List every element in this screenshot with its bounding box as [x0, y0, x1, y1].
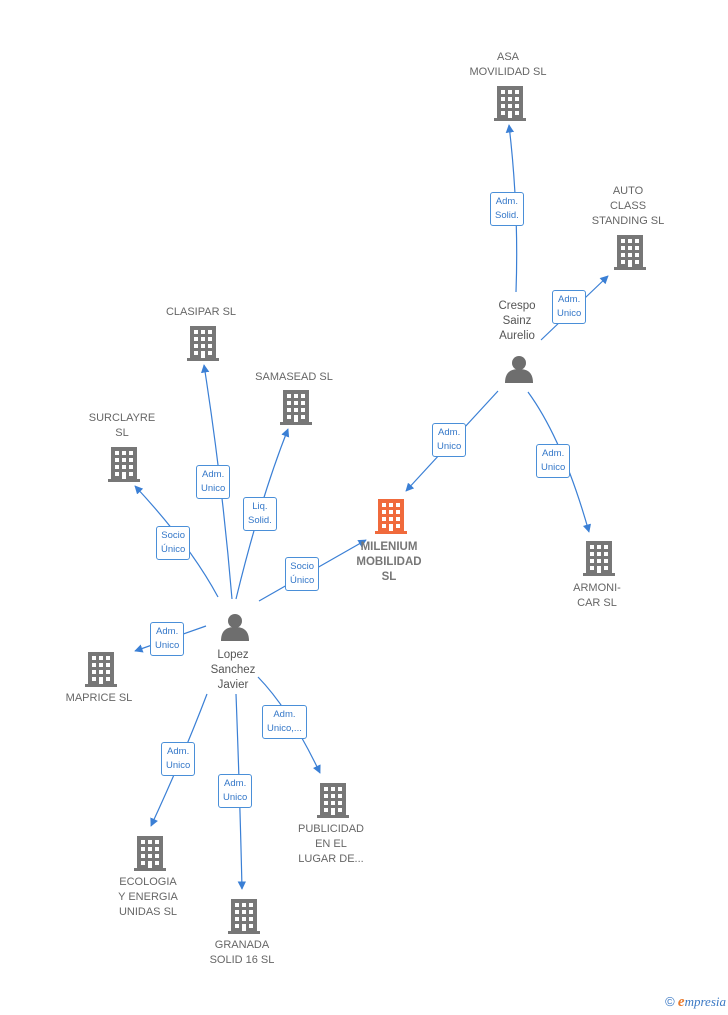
armoni-label[interactable]: ARMONI- CAR SL [552, 581, 642, 611]
relation-label-lopez-publicidad[interactable]: Adm. Unico,... [262, 705, 307, 739]
publicidad-label-line: EN EL [315, 838, 347, 850]
maprice-label-line: MAPRICE SL [65, 692, 133, 704]
surclayre-label[interactable]: SURCLAYRE SL [67, 411, 177, 441]
relation-label-line: Adm. [495, 196, 518, 207]
nodes-layer [85, 86, 646, 934]
relation-label-crespo-auto[interactable]: Adm. Unico [552, 290, 587, 324]
milenium-label-line: SL [381, 571, 397, 583]
surclayre-label-line: SURCLAYRE [88, 412, 156, 424]
lopez-label-line: Lopez [217, 649, 249, 661]
armoni-label-line: CAR SL [577, 597, 617, 609]
auto-label[interactable]: AUTO CLASS STANDING SL [573, 184, 683, 229]
granada-building-icon[interactable] [228, 899, 260, 934]
auto-label-line: CLASS [609, 200, 647, 212]
relation-label-line: Unico [223, 792, 248, 803]
relation-label-line: Solid. [495, 210, 519, 221]
samasead-label[interactable]: SAMASEAD SL [239, 370, 349, 385]
ecologia-label[interactable]: ECOLOGIA Y ENERGIA UNIDAS SL [93, 875, 203, 920]
edges-layer [134, 124, 609, 890]
relation-label-lopez-clasipar[interactable]: Adm. Unico [196, 465, 231, 499]
ecologia-label-line: Y ENERGIA [118, 891, 178, 903]
surclayre-label-line: SL [115, 427, 129, 439]
copyright-symbol: © [665, 994, 675, 1009]
ecologia-building-icon[interactable] [134, 836, 166, 871]
relation-label-line: Adm. [167, 746, 190, 757]
samasead-building-icon[interactable] [280, 390, 312, 425]
relation-label-lopez-granada[interactable]: Adm. Unico [218, 774, 253, 808]
crespo-label-line: Sainz [502, 315, 532, 327]
granada-label-line: GRANADA [214, 939, 270, 951]
relation-label-line: Unico,... [267, 723, 302, 734]
ecologia-label-line: ECOLOGIA [119, 876, 177, 888]
maprice-building-icon[interactable] [85, 652, 117, 687]
relation-label-line: Adm. [558, 294, 581, 305]
relation-label-lopez-samasead[interactable]: Liq. Solid. [243, 497, 277, 531]
relation-label-crespo-milenium[interactable]: Adm. Unico [432, 423, 467, 457]
clasipar-label[interactable]: CLASIPAR SL [146, 305, 256, 320]
granada-label[interactable]: GRANADA SOLID 16 SL [187, 938, 297, 968]
armoni-building-icon[interactable] [583, 541, 615, 576]
asa-label-line: ASA [496, 51, 519, 63]
crespo-person-icon[interactable] [505, 356, 533, 383]
milenium-label-line: MOBILIDAD [356, 556, 422, 568]
relation-label-lopez-ecologia[interactable]: Adm. Unico [161, 742, 196, 776]
relation-label-line: Unico [166, 760, 191, 771]
lopez-label-line: Sanchez [210, 664, 256, 676]
surclayre-building-icon[interactable] [108, 447, 140, 482]
relation-label-line: Único [290, 575, 315, 586]
milenium-building-icon[interactable] [375, 499, 407, 534]
crespo-label-line: Aurelio [499, 330, 535, 342]
clasipar-label-line: CLASIPAR SL [165, 306, 237, 318]
brand-logo-initial: e [677, 994, 685, 1010]
brand-logo-text: mpresia [684, 994, 726, 1009]
ecologia-label-line: UNIDAS SL [118, 906, 178, 918]
relation-label-crespo-armoni[interactable]: Adm. Unico [536, 444, 571, 478]
armoni-label-line: ARMONI- [573, 582, 621, 594]
relation-label-line: Adm. [438, 427, 461, 438]
lopez-label-line: Javier [217, 679, 249, 691]
clasipar-building-icon[interactable] [187, 326, 219, 361]
relation-label-line: Unico [437, 441, 462, 452]
relation-label-crespo-asa[interactable]: Adm. Solid. [490, 192, 524, 226]
asa-label-line: MOVILIDAD SL [469, 66, 547, 78]
publicidad-label-line: LUGAR DE... [298, 853, 364, 865]
relation-label-line: Socio [161, 530, 186, 541]
publicidad-label-line: PUBLICIDAD [297, 823, 365, 835]
relation-label-line: Liq. [252, 501, 268, 512]
granada-label-line: SOLID 16 SL [209, 954, 275, 966]
relation-label-line: Adm. [273, 709, 296, 720]
milenium-label-line: MILENIUM [360, 541, 418, 553]
relation-label-line: Adm. [156, 626, 179, 637]
crespo-label-line: Crespo [498, 300, 536, 312]
relation-label-line: Unico [557, 308, 582, 319]
relation-label-line: Adm. [224, 778, 247, 789]
asa-building-icon[interactable] [494, 86, 526, 121]
relation-label-line: Unico [201, 483, 226, 494]
milenium-label[interactable]: MILENIUM MOBILIDAD SL [344, 540, 434, 585]
relation-label-line: Único [161, 544, 186, 555]
relation-label-line: Unico [155, 640, 180, 651]
publicidad-building-icon[interactable] [317, 783, 349, 818]
publicidad-label[interactable]: PUBLICIDAD EN EL LUGAR DE... [276, 822, 386, 867]
relation-label-line: Adm. [542, 448, 565, 459]
relation-label-line: Socio [290, 561, 315, 572]
relation-label-line: Unico [541, 462, 566, 473]
auto-building-icon[interactable] [614, 235, 646, 270]
auto-label-line: AUTO [612, 185, 644, 197]
samasead-label-line: SAMASEAD SL [255, 371, 333, 383]
maprice-label[interactable]: MAPRICE SL [44, 691, 154, 706]
relation-label-line: Solid. [248, 515, 272, 526]
relation-label-line: Adm. [202, 469, 225, 480]
lopez-person-icon[interactable] [221, 614, 249, 641]
asa-label[interactable]: ASA MOVILIDAD SL [453, 50, 563, 80]
relation-label-lopez-maprice[interactable]: Adm. Unico [150, 622, 185, 656]
footer-brand[interactable]: © empresia [665, 994, 726, 1011]
auto-label-line: STANDING SL [591, 215, 665, 227]
